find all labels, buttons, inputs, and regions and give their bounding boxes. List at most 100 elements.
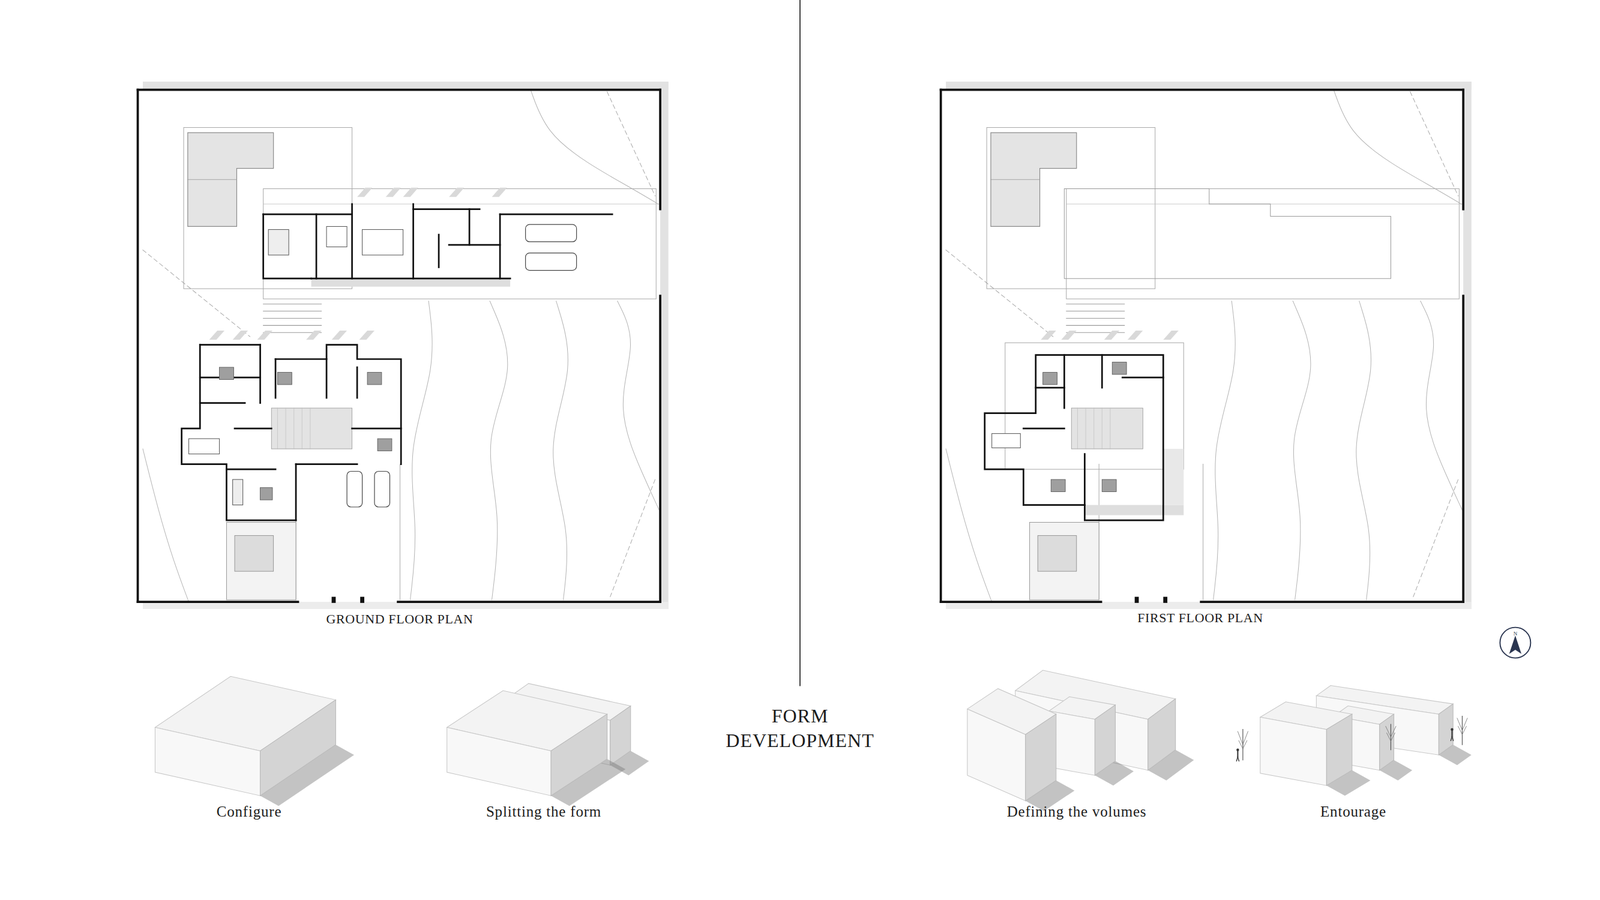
tree xyxy=(1461,726,1467,736)
contour-line xyxy=(1333,90,1462,205)
tree xyxy=(1458,726,1463,736)
dining-table xyxy=(189,438,220,455)
contour-line xyxy=(1356,301,1372,601)
sofa xyxy=(268,229,289,256)
staircase xyxy=(271,408,352,449)
tree xyxy=(1242,740,1248,749)
boundary-wall xyxy=(1200,600,1464,604)
wall xyxy=(259,345,262,404)
box-face xyxy=(1260,717,1327,786)
caption-holder: N xyxy=(1513,627,1518,638)
box-side xyxy=(550,714,608,796)
wall xyxy=(199,343,260,346)
contour-line xyxy=(530,90,659,205)
wall-shadow xyxy=(256,330,273,340)
wall-shadow xyxy=(1040,330,1057,340)
wall xyxy=(263,213,353,216)
person xyxy=(1451,730,1453,737)
wall xyxy=(984,355,1164,521)
bed xyxy=(1101,479,1117,492)
wall-shadow xyxy=(1163,448,1184,506)
bed xyxy=(367,372,382,385)
wall-shadow xyxy=(492,187,508,197)
wall-shadow xyxy=(448,187,465,197)
tree xyxy=(1461,718,1468,731)
stair-line xyxy=(1109,408,1111,449)
wall-shadow xyxy=(358,330,375,340)
boundary-wall xyxy=(138,88,661,92)
step-line xyxy=(1066,310,1125,312)
dining-table xyxy=(362,229,404,256)
wall xyxy=(181,345,296,521)
pad xyxy=(226,522,296,601)
dashed-line xyxy=(1410,91,1459,196)
sheet-title: FORM DEVELOPMENT xyxy=(709,703,891,754)
table xyxy=(260,487,273,500)
box-face xyxy=(967,709,1026,802)
dining-table xyxy=(992,433,1021,449)
wall xyxy=(1122,376,1164,379)
box-side xyxy=(1148,699,1176,771)
tree xyxy=(1386,733,1392,742)
boundary-wall xyxy=(1461,90,1465,210)
wall xyxy=(1101,355,1104,388)
bed xyxy=(1050,479,1066,492)
bed xyxy=(1112,362,1127,375)
drawing-group xyxy=(138,0,1531,812)
wall xyxy=(448,244,500,247)
contour-line xyxy=(945,448,993,602)
wall xyxy=(1063,355,1066,409)
wall xyxy=(1023,427,1065,430)
wall-shadow xyxy=(232,330,249,340)
boundary-wall xyxy=(941,600,1102,604)
wall xyxy=(263,214,312,279)
caption-holder: Configure xyxy=(216,803,283,821)
wall xyxy=(199,402,245,404)
wall xyxy=(315,214,318,279)
stair-line xyxy=(293,408,295,449)
person xyxy=(1236,750,1239,757)
bed xyxy=(377,438,392,451)
person xyxy=(1451,736,1453,742)
box-side xyxy=(1326,714,1353,786)
stair-line xyxy=(1085,408,1087,449)
wall xyxy=(356,367,359,398)
step-caption: Splitting the form xyxy=(486,803,602,820)
box-side xyxy=(260,699,337,796)
sofa xyxy=(232,479,244,506)
person xyxy=(1237,757,1239,762)
caption-holder: Splitting the form xyxy=(486,803,602,821)
wall xyxy=(438,234,440,268)
tree xyxy=(1242,731,1249,745)
tree xyxy=(1238,740,1243,749)
wall-shadow xyxy=(1084,505,1184,516)
wall xyxy=(468,209,471,246)
staircase xyxy=(1071,408,1143,449)
wall xyxy=(295,464,298,521)
gate-post xyxy=(331,597,337,604)
wall xyxy=(352,427,402,430)
step-line xyxy=(1066,325,1125,326)
dashed-line xyxy=(142,250,251,338)
wall-shadow xyxy=(311,278,511,287)
boundary-wall xyxy=(941,88,1464,92)
car xyxy=(346,471,363,508)
wall xyxy=(412,204,415,279)
boundary-wall xyxy=(136,90,140,603)
dashed-line xyxy=(945,250,1054,338)
bed xyxy=(219,367,235,380)
wall xyxy=(499,214,502,279)
wall-shadow xyxy=(1127,330,1144,340)
step-line xyxy=(1066,318,1125,319)
step-line xyxy=(263,310,322,312)
box-side xyxy=(1379,714,1395,771)
gate-post xyxy=(1134,597,1140,604)
building-band xyxy=(1066,189,1460,300)
box-face xyxy=(447,727,551,796)
tree xyxy=(1390,733,1395,742)
boundary-shadow xyxy=(1463,81,1472,610)
stair-line xyxy=(1093,408,1095,449)
stair-line xyxy=(277,408,278,449)
wall-shadow xyxy=(306,330,322,340)
